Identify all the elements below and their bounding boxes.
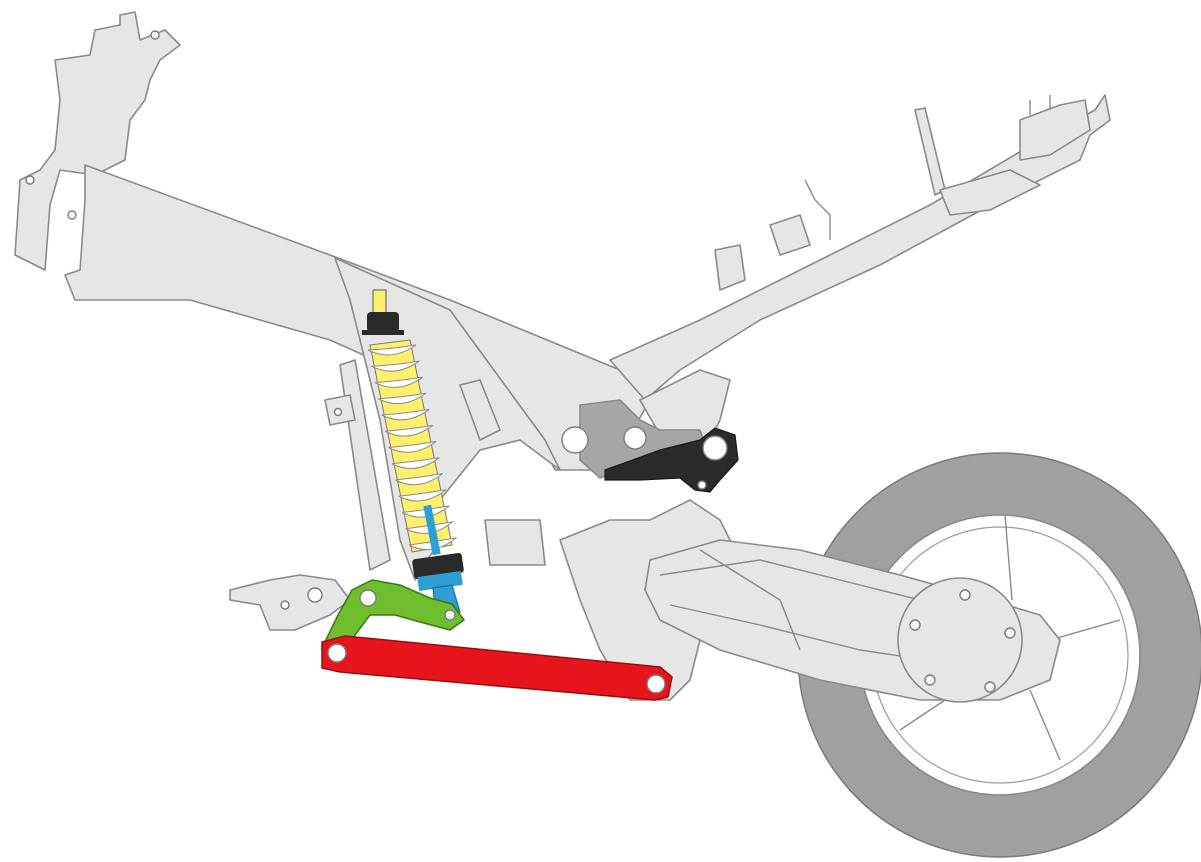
spring-coil (367, 344, 417, 356)
tie-rod-rear-bolt (646, 674, 666, 694)
spring-coil (378, 392, 427, 405)
frame-bolt-hole (150, 30, 160, 40)
engine-lower-tab (484, 519, 546, 566)
tie-rod (321, 635, 673, 701)
spring-coil (381, 408, 430, 421)
rocker-pivot-upper (359, 589, 377, 607)
bracket-bolt-hole (307, 587, 323, 603)
bracket-bolt-hole (280, 600, 290, 610)
subframe-tab (714, 244, 746, 291)
rear-bracket-tail (1019, 99, 1091, 161)
rocker-link (321, 579, 465, 661)
mount-pivot (697, 480, 707, 490)
rear-rail (609, 94, 1111, 401)
spring-coil (371, 360, 420, 372)
tie-rod-bar (321, 635, 673, 701)
swingarm-engine (229, 499, 1061, 703)
frame-bolt-hole (25, 175, 35, 185)
subframe-tab (769, 214, 811, 256)
shock-top-eye (372, 289, 387, 315)
shock-top-plate (362, 330, 404, 335)
spring-coil (388, 441, 437, 453)
shock-top-cap (367, 312, 399, 332)
subframe-wire (804, 179, 831, 240)
mount-pivot (561, 426, 589, 454)
frame-bolt-hole (67, 210, 77, 220)
mount-pivot (702, 435, 728, 461)
hub-bolt-hole (1004, 627, 1016, 639)
rocker-pivot-shock (444, 609, 456, 621)
hub-bolt-hole (924, 674, 936, 686)
engine-mount-bracket (561, 399, 739, 493)
shock-damper-rod (423, 504, 441, 556)
rocker-link-body (321, 579, 465, 661)
tie-rod-front-bolt (327, 643, 347, 663)
mount-pivot (623, 426, 647, 450)
frame-bolt-hole (333, 407, 343, 417)
hub-bolt-hole (909, 619, 921, 631)
rear-hub (897, 577, 1023, 703)
cvt-contour (699, 549, 801, 651)
steering-head (14, 11, 181, 271)
shock-spring-coils (367, 344, 458, 551)
spring-coil (384, 424, 433, 437)
hub-bolt-hole (959, 589, 971, 601)
hub-bolt-hole (984, 681, 996, 693)
subframe-wire (1029, 95, 1051, 115)
spring-coil (398, 489, 447, 502)
spring-coil (395, 473, 443, 486)
rear-subframe (609, 94, 1111, 471)
spring-coil (374, 376, 423, 388)
main-frame (14, 11, 651, 581)
rear-bracket-upper (914, 107, 946, 196)
spring-coil (391, 457, 440, 470)
tab-bracket (459, 379, 501, 441)
front-lower-bracket (229, 574, 351, 631)
rim-spoke (899, 514, 1121, 761)
rear-bracket-plate (939, 169, 1041, 216)
